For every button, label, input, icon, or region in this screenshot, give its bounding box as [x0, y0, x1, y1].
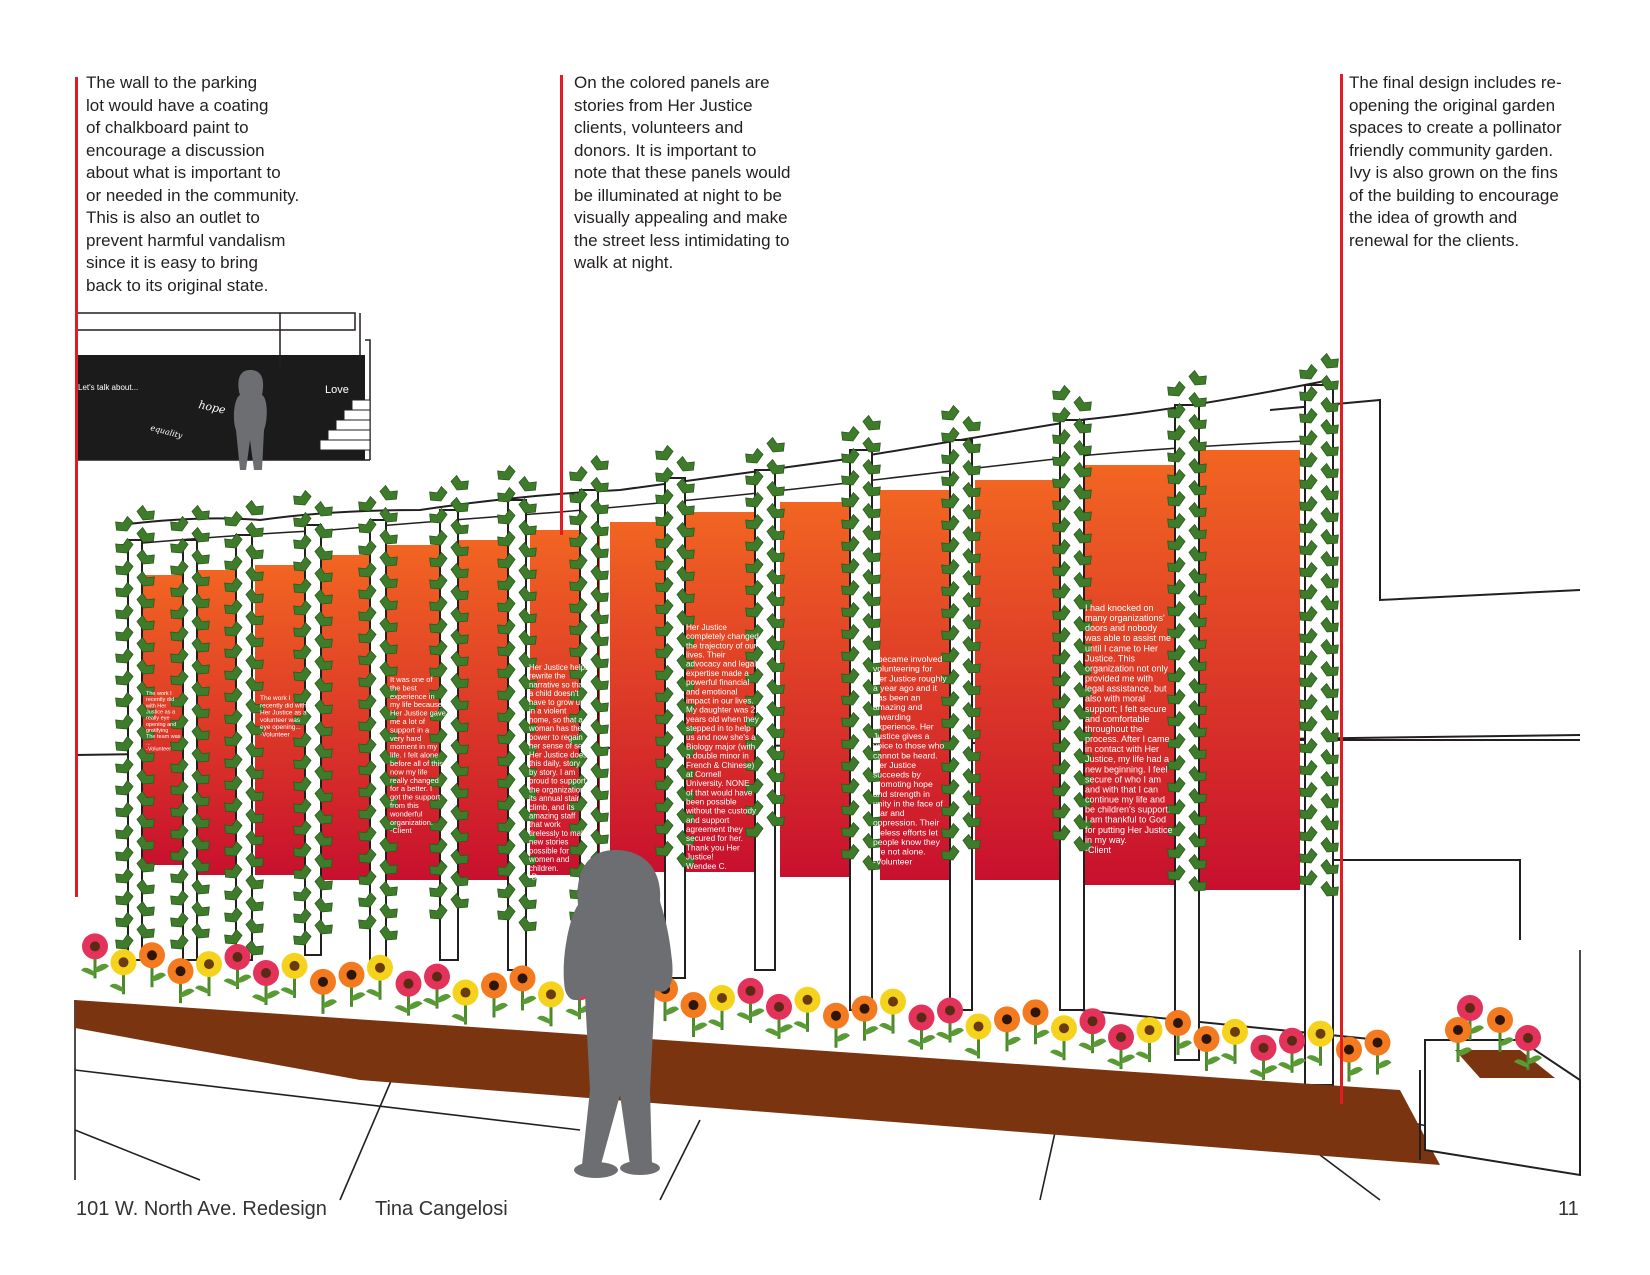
flower: [364, 953, 395, 1002]
flower: [393, 969, 424, 1018]
flower: [792, 985, 822, 1034]
inset-word-love: Love: [325, 384, 349, 396]
flower: [1105, 1022, 1137, 1071]
flower: [763, 992, 795, 1041]
flower: [508, 963, 538, 1012]
footer-author: Tina Cangelosi: [375, 1198, 508, 1220]
flower: [193, 949, 224, 998]
flower: [679, 990, 709, 1039]
flower: [1276, 1026, 1308, 1075]
flower: [934, 996, 966, 1044]
flower: [1021, 997, 1051, 1046]
flower: [992, 1004, 1023, 1053]
flower: [963, 1011, 993, 1060]
chalkboard-inset: Let's talk about... hope Love equality: [75, 312, 371, 470]
flower: [1363, 1028, 1393, 1077]
flower: [1219, 1017, 1250, 1066]
flower: [1248, 1033, 1279, 1082]
callout-garden: The final design includes re- opening th…: [1349, 73, 1562, 250]
person-silhouette: [563, 850, 673, 1178]
inset-prompt: Let's talk about...: [78, 383, 138, 392]
top-beam: [119, 379, 1331, 526]
callout-line-right: [1340, 74, 1343, 1104]
flower: [706, 983, 737, 1032]
callout-line-middle: [560, 75, 563, 535]
flower: [877, 987, 908, 1036]
flower: [1048, 1013, 1079, 1062]
flower: [850, 994, 880, 1043]
flower: [166, 956, 196, 1005]
page-number: 11: [1558, 1198, 1579, 1220]
inset-word-hope: hope: [197, 398, 227, 416]
planter-bed: [75, 1000, 1440, 1165]
flower: [735, 976, 766, 1025]
flower: [450, 978, 480, 1027]
flower: [337, 960, 367, 1009]
right-planter: [1424, 993, 1581, 1177]
flower: [821, 1001, 852, 1050]
flower: [535, 979, 566, 1028]
flower: [79, 931, 111, 980]
flower: [108, 947, 138, 996]
flower: [137, 940, 168, 989]
flower: [1077, 1006, 1108, 1055]
callout-colored-panels: On the colored panels are stories from H…: [574, 73, 791, 272]
flower: [479, 970, 510, 1019]
footer-title: 101 W. North Ave. Redesign: [76, 1198, 327, 1220]
flower: [421, 962, 453, 1011]
callout-chalkboard-wall: The wall to the parking lot would have a…: [86, 73, 300, 295]
flower: [906, 1003, 937, 1052]
flower: [222, 942, 253, 991]
flower: [250, 958, 282, 1007]
flower: [308, 967, 339, 1016]
flower: [1134, 1015, 1164, 1064]
flower: [279, 951, 309, 1000]
callout-line-left: [75, 77, 78, 897]
